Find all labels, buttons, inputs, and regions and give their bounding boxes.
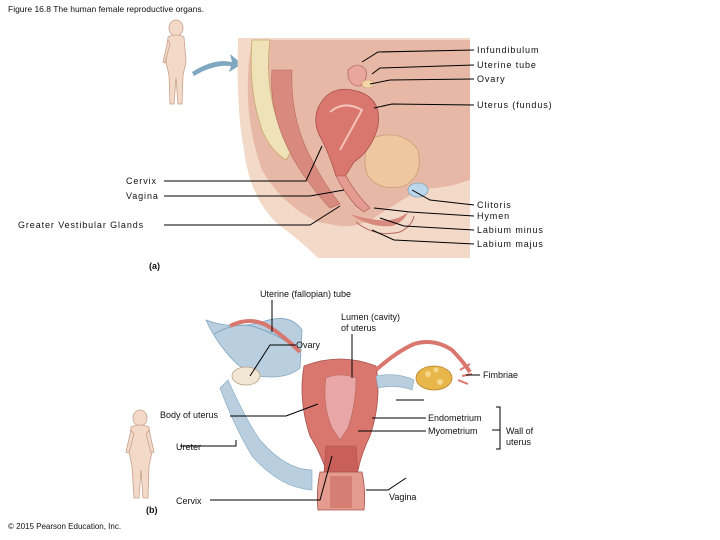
pointer-arrow-a [192, 54, 242, 76]
label-myometrium: Myometrium [428, 426, 478, 436]
figure-b-body-icon [125, 409, 155, 499]
panel-b-letter: (b) [146, 505, 158, 515]
label-ureter: Ureter [176, 442, 202, 452]
leader-lines-b [180, 300, 501, 501]
label-body-of-uterus: Body of uterus [160, 410, 219, 420]
label-ovary-b: Ovary [296, 340, 321, 350]
copyright-notice: © 2015 Pearson Education, Inc. [8, 522, 122, 531]
label-infundibulum: Infundibulum [477, 45, 540, 55]
label-ovary-a: Ovary [477, 74, 506, 84]
figure-caption: Figure 16.8 The human female reproductiv… [8, 4, 204, 14]
label-clitoris: Clitoris [477, 200, 512, 210]
label-cervix-a: Cervix [126, 176, 157, 186]
label-vagina-b: Vagina [389, 492, 417, 502]
label-labium-minus: Labium minus [477, 225, 544, 235]
label-wall-line1: Wall of [506, 426, 534, 436]
frontal-section [205, 318, 473, 511]
label-uterine-tube: Uterine tube [477, 60, 537, 70]
label-uterus-fundus: Uterus (fundus) [477, 100, 553, 110]
label-labium-majus: Labium majus [477, 239, 544, 249]
figure-a-body-icon [162, 19, 187, 105]
sagittal-section [237, 38, 470, 258]
label-vagina-a: Vagina [126, 191, 159, 201]
label-fimbriae: Fimbriae [483, 370, 519, 380]
label-endometrium: Endometrium [428, 413, 482, 423]
panel-a-letter: (a) [149, 261, 160, 271]
leader-lines-a [164, 49, 475, 245]
label-lumen-line2: of uterus [341, 323, 377, 333]
label-wall-line2: uterus [506, 437, 532, 447]
label-greater-vestibular-glands: Greater Vestibular Glands [18, 220, 145, 230]
label-hymen: Hymen [477, 211, 511, 221]
label-lumen-line1: Lumen (cavity) [341, 312, 401, 322]
label-uterine-fallopian-tube: Uterine (fallopian) tube [260, 289, 352, 299]
label-cervix-b: Cervix [176, 496, 202, 506]
